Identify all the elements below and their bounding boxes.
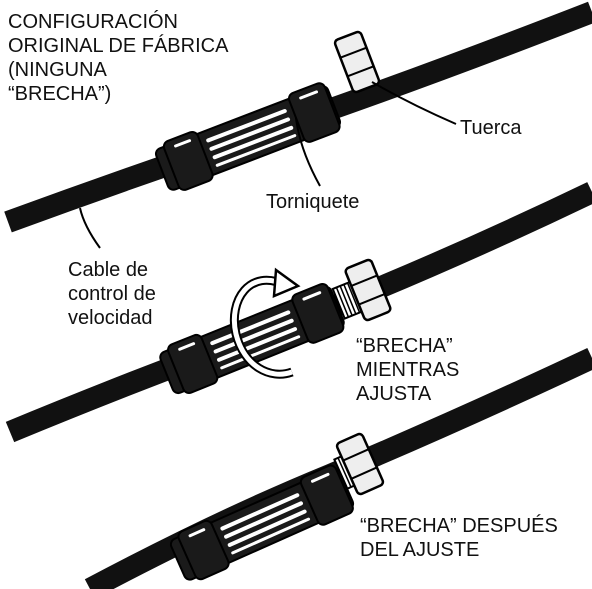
- label-factory-setting: CONFIGURACIÓN ORIGINAL DE FÁBRICA (NINGU…: [8, 11, 229, 105]
- rotation-arrow-icon: [230, 267, 301, 379]
- turnbuckle-2: [155, 280, 349, 400]
- leader-nut: [371, 81, 457, 125]
- assembly-factory: [4, 1, 592, 233]
- label-speed-cable: Cable de control de velocidad: [68, 259, 156, 329]
- label-nut: Tuerca: [460, 117, 522, 139]
- assembly-adjusting: [5, 182, 592, 443]
- label-gap-while-adjusting: “BRECHA” MIENTRAS AJUSTA: [356, 335, 460, 405]
- label-turnbuckle: Torniquete: [266, 191, 360, 213]
- leader-cable: [79, 207, 101, 249]
- assembly-after: [84, 348, 592, 589]
- leader-turnbuckle: [295, 117, 321, 187]
- turnbuckle-3: [166, 461, 358, 587]
- label-gap-after-adjusting: “BRECHA” DESPUÉS DEL AJUSTE: [360, 515, 558, 561]
